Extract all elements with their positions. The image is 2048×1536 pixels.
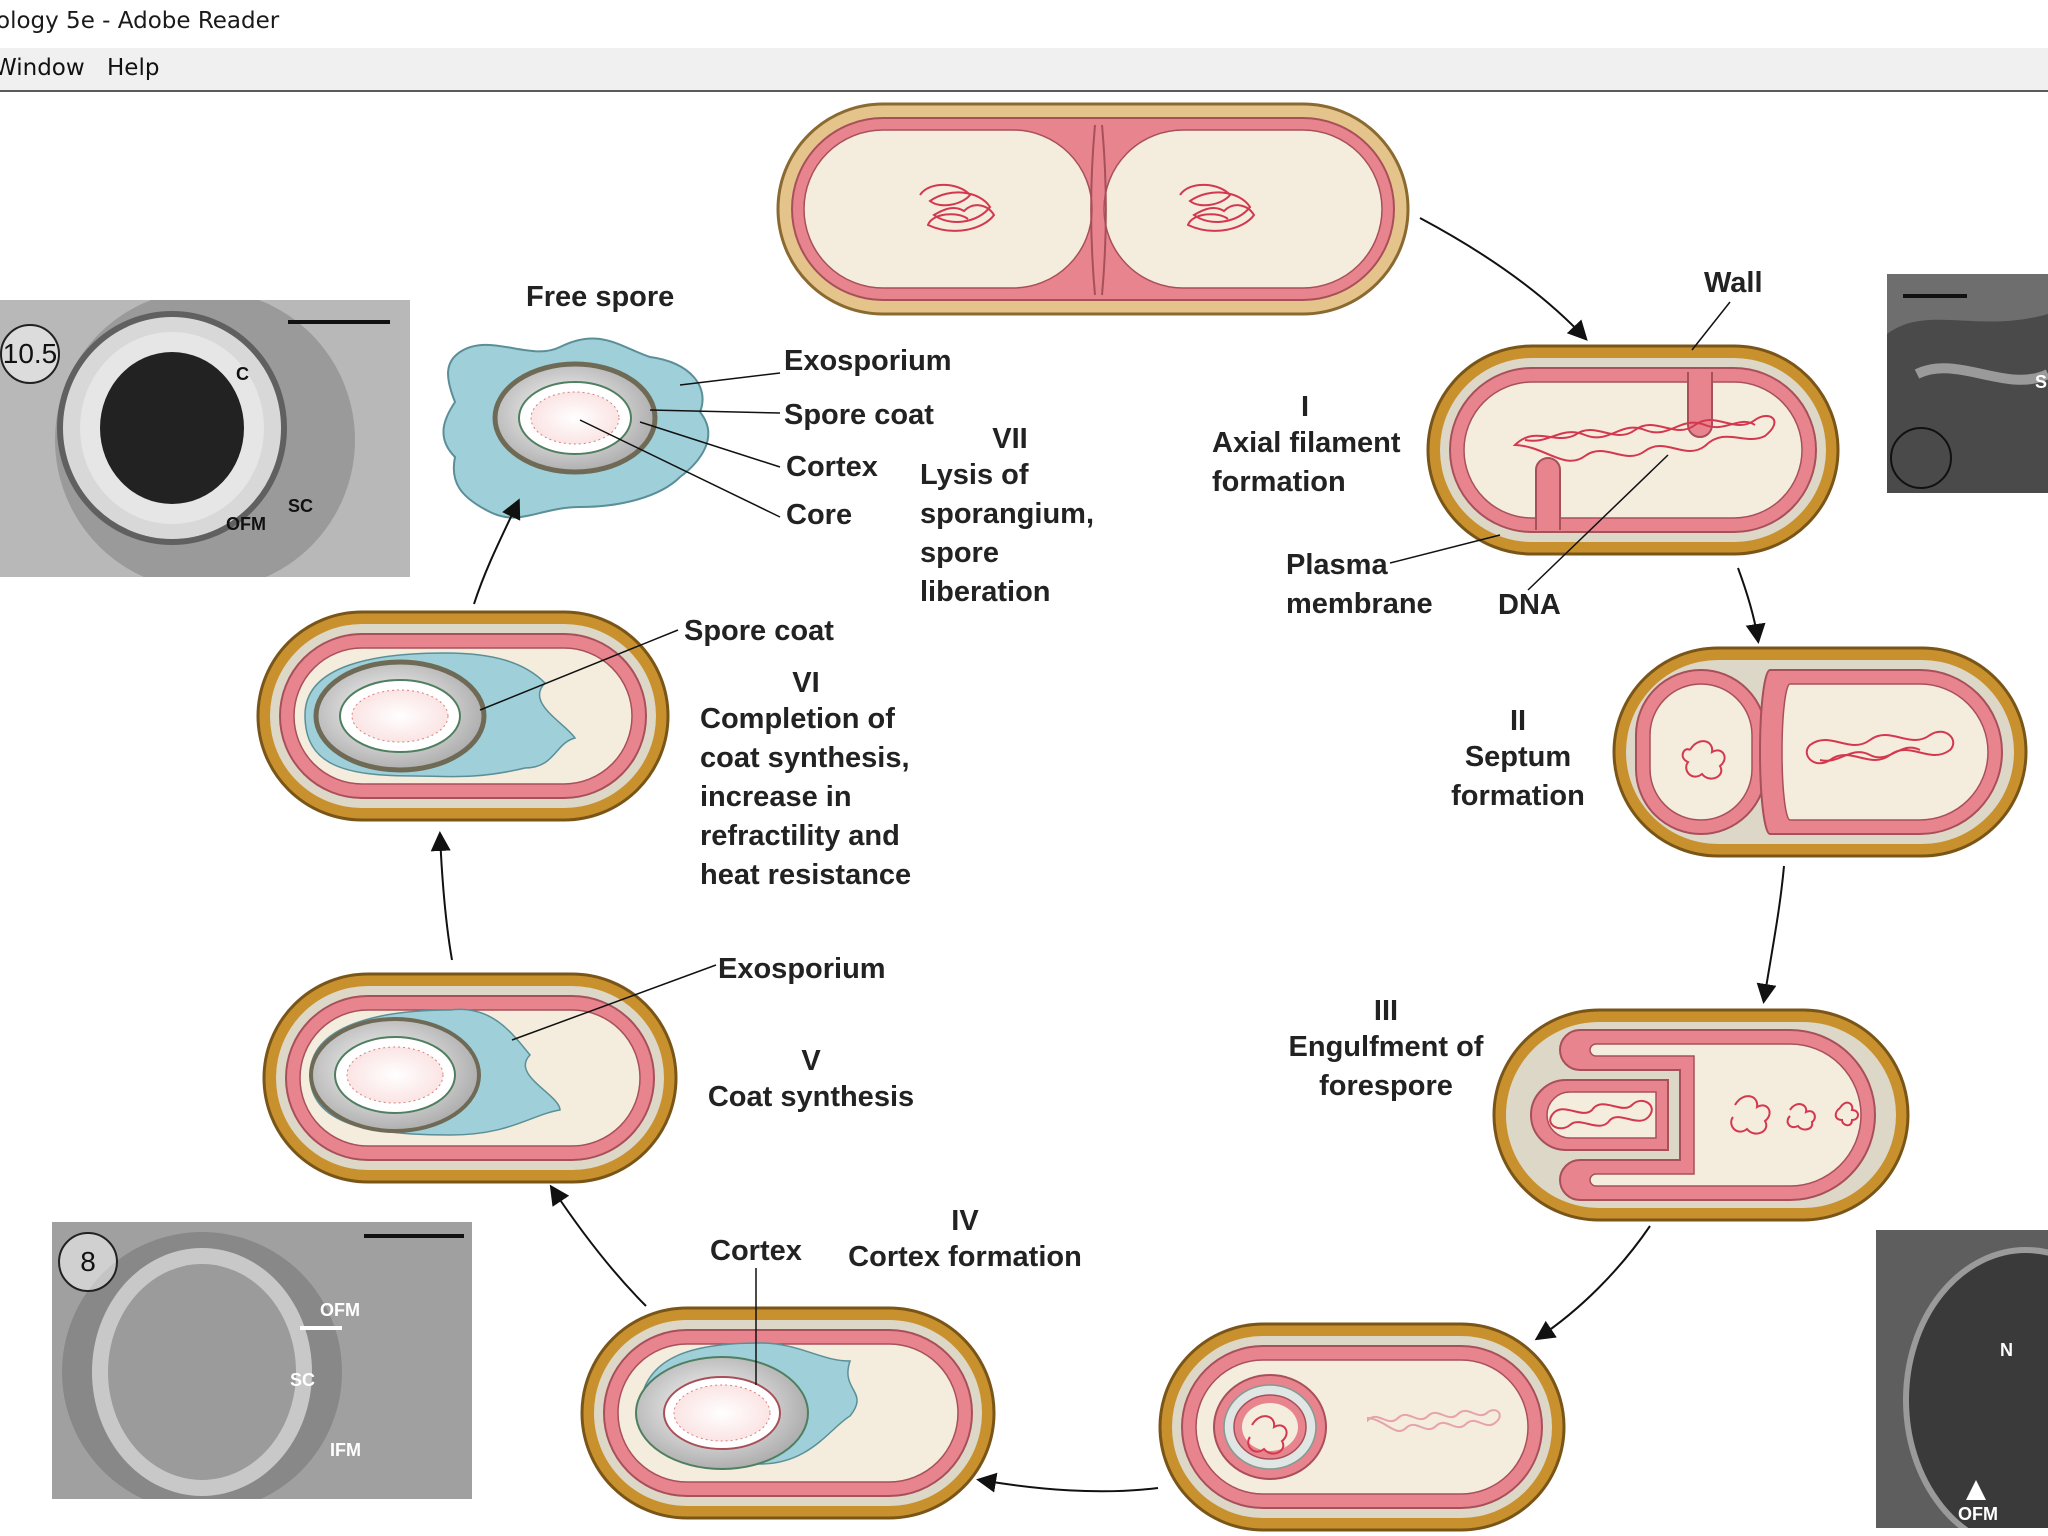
- micrograph-label-ofm-3: OFM: [1958, 1504, 1998, 1524]
- leader-lines: [479, 301, 1731, 1385]
- cycle-arrows: [430, 217, 1785, 1493]
- stage-2-text: Septum formation: [1451, 741, 1585, 812]
- micrograph-bottom-right: N OFM: [1876, 1230, 2048, 1528]
- stage-7-text: Lysis of sporangium, spore liberation: [920, 459, 1095, 608]
- menu-help[interactable]: Help: [107, 55, 160, 81]
- stage-5-text: Coat synthesis: [707, 1081, 915, 1113]
- stage-1-cell: [1426, 344, 1840, 556]
- stage-5-cell: [262, 972, 678, 1184]
- micrograph-top-right: S: [1887, 274, 2048, 493]
- micrograph-label-ofm-2: OFM: [320, 1300, 360, 1320]
- label-wall: Wall: [1704, 267, 1763, 299]
- stage-6-text: Completion of coat synthesis, increase i…: [700, 703, 912, 891]
- stage-2-number: II: [1509, 705, 1527, 737]
- window-title-bar: ology 5e - Adobe Reader: [0, 0, 2048, 48]
- menu-bar: Window Help: [0, 48, 2048, 92]
- label-free-spore: Free spore: [526, 281, 675, 313]
- stage-6-number: VI: [792, 667, 820, 699]
- micrograph-top-left: 10.5 C SC OFM: [0, 300, 410, 577]
- label-spore-coat-top: Spore coat: [784, 399, 934, 431]
- free-spore: [442, 337, 710, 519]
- micrograph-label-n: N: [2000, 1340, 2013, 1360]
- label-exosporium-mid: Exosporium: [718, 953, 886, 985]
- stage-4-forespore-cell: [1158, 1322, 1566, 1532]
- stage-6-cell: [256, 610, 670, 822]
- label-cortex-top: Cortex: [786, 451, 878, 483]
- menu-window[interactable]: Window: [0, 55, 85, 81]
- dividing-cell: [776, 102, 1410, 316]
- stage-4-cortex-cell: [580, 1306, 996, 1520]
- micrograph-label-sc: SC: [288, 496, 314, 516]
- micrograph-label-c: C: [236, 364, 249, 384]
- stage-1-text: Axial filament formation: [1212, 427, 1401, 498]
- micrograph-label-sc-2: SC: [290, 1370, 316, 1390]
- stage-4-number: IV: [951, 1205, 979, 1237]
- stage-7-number: VII: [992, 423, 1028, 455]
- stage-2-cell: [1612, 646, 2028, 858]
- window-title: ology 5e - Adobe Reader: [0, 8, 280, 34]
- stage-1-number: I: [1300, 391, 1310, 423]
- micrograph-label-s: S: [2035, 372, 2048, 392]
- label-spore-coat-mid: Spore coat: [684, 615, 834, 647]
- stage-3-number: III: [1373, 995, 1399, 1027]
- stage-3-text: Engulfment of forespore: [1288, 1031, 1484, 1102]
- label-core: Core: [786, 499, 853, 531]
- stage-4-text: Cortex formation: [848, 1241, 1082, 1273]
- label-exosporium-top: Exosporium: [784, 345, 952, 377]
- label-dna: DNA: [1498, 589, 1561, 621]
- micrograph-label-ofm: OFM: [226, 514, 266, 534]
- micrograph-bottom-left-number: 8: [58, 1232, 118, 1292]
- micrograph-label-ifm: IFM: [330, 1440, 361, 1460]
- micrograph-bottom-left: 8 OFM SC IFM: [52, 1222, 472, 1499]
- micrograph-top-left-number: 10.5: [0, 324, 60, 384]
- document-page: Free spore Exosporium Spore coat Cortex …: [0, 92, 2048, 1536]
- stage-3-cell: [1492, 1008, 1910, 1222]
- label-plasma-membrane: Plasma membrane: [1286, 549, 1433, 620]
- stage-5-number: V: [801, 1045, 821, 1077]
- sporulation-diagram: [256, 102, 2028, 1532]
- label-cortex-bottom: Cortex: [710, 1235, 802, 1267]
